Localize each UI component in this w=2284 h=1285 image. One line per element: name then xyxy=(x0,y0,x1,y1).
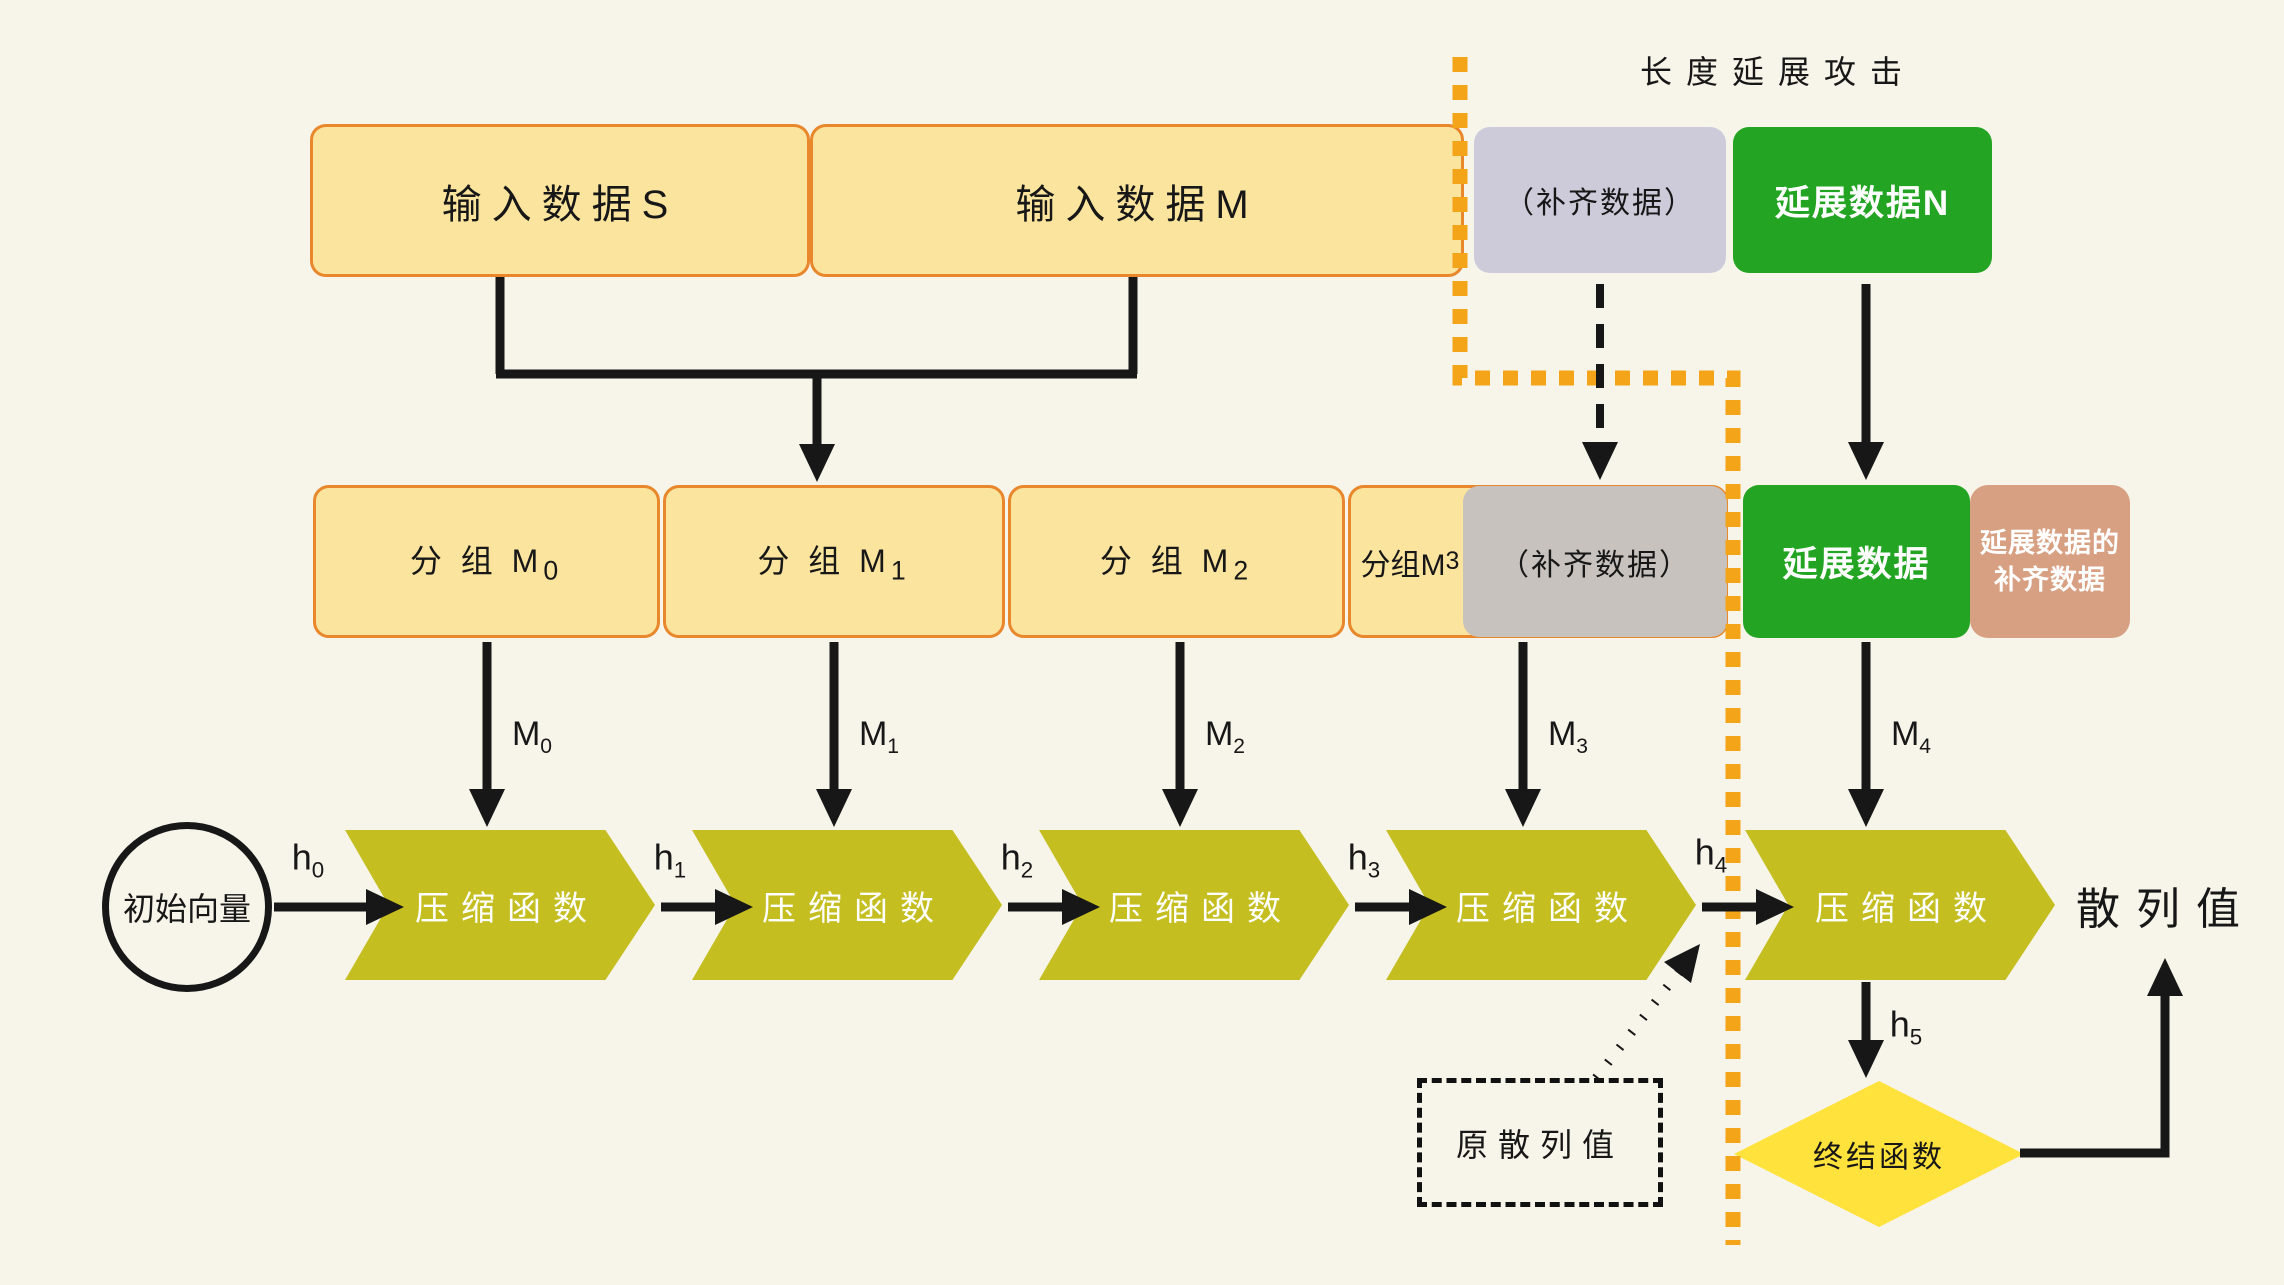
h5-arrow xyxy=(1848,982,1884,1078)
padding-data-box-middle: （补齐数据） xyxy=(1463,486,1727,637)
m3-arrow xyxy=(1505,642,1541,827)
block-m0-box: 分 组 M0 xyxy=(313,485,660,638)
block-m2-label: 分 组 M2 xyxy=(1099,543,1254,586)
input-s-box: 输入数据S xyxy=(310,124,810,277)
block-m1-label: 分 组 M1 xyxy=(757,543,911,586)
padding-data-box-top: （补齐数据） xyxy=(1474,127,1726,273)
label-h4: h4 xyxy=(1694,831,1728,878)
compression-label-5: 压缩函数 xyxy=(1815,889,1999,928)
m2-arrow xyxy=(1162,642,1198,827)
merge-arrow xyxy=(799,374,835,482)
label-m3: M3 xyxy=(1547,715,1589,758)
extension-data-box: 延展数据 xyxy=(1743,485,1970,638)
input-m-box: 输入数据M xyxy=(810,124,1464,277)
label-h0: h0 xyxy=(291,836,325,883)
extension-padding-line2: 补齐数据 xyxy=(1994,564,2106,595)
compression-chevron-1: 压缩函数 xyxy=(345,830,655,980)
hash-value-label: 散列值 xyxy=(2076,885,2256,934)
block-m0-label: 分 组 M0 xyxy=(409,543,564,586)
input-m-label: 输入数据M xyxy=(1015,182,1259,227)
label-m1: M1 xyxy=(858,715,900,758)
m4-arrow xyxy=(1848,642,1884,827)
initial-vector-label: 初始向量 xyxy=(122,891,251,927)
initial-vector-circle: 初始向量 xyxy=(102,822,272,992)
label-h5: h5 xyxy=(1889,1003,1923,1050)
compression-chevron-5: 压缩函数 xyxy=(1745,830,2055,980)
compression-label-1: 压缩函数 xyxy=(415,889,599,928)
extension-n-label: 延展数据N xyxy=(1774,183,1951,223)
label-m0: M0 xyxy=(511,715,553,758)
block-m1-box: 分 组 M1 xyxy=(663,485,1005,638)
original-hash-box: 原散列值 xyxy=(1417,1078,1663,1207)
padding-dashed-arrow xyxy=(1582,284,1618,480)
compression-chevron-2: 压缩函数 xyxy=(692,830,1002,980)
original-hash-label: 原散列值 xyxy=(1455,1126,1624,1163)
padding-data-top-label: （补齐数据） xyxy=(1504,187,1696,220)
m1-arrow xyxy=(816,642,852,827)
extension-n-arrow xyxy=(1848,284,1884,480)
label-m2: M2 xyxy=(1204,715,1246,758)
extension-data-label: 延展数据 xyxy=(1782,545,1931,584)
label-h1: h1 xyxy=(653,836,687,883)
block-m2-box: 分 组 M2 xyxy=(1008,485,1345,638)
m0-arrow xyxy=(469,642,505,827)
compression-label-4: 压缩函数 xyxy=(1456,889,1640,928)
finalization-label: 终结函数 xyxy=(1813,1141,1945,1174)
label-h2: h2 xyxy=(1000,836,1034,883)
padding-data-middle-label: （补齐数据） xyxy=(1499,548,1691,582)
compression-label-2: 压缩函数 xyxy=(762,889,946,928)
final-connector-arrow xyxy=(2020,958,2183,1158)
compression-chevron-4: 压缩函数 xyxy=(1386,830,1696,980)
compression-chevron-3: 压缩函数 xyxy=(1039,830,1349,980)
length-extension-attack-label: 长度延展攻击 xyxy=(1639,54,1917,90)
input-s-label: 输入数据S xyxy=(441,182,679,227)
finalization-diamond: 终结函数 xyxy=(1734,1081,2024,1227)
label-m4: M4 xyxy=(1890,715,1932,758)
extension-n-box: 延展数据N xyxy=(1733,127,1992,273)
merge-bracket xyxy=(495,277,1138,379)
extension-padding-box: 延展数据的 补齐数据 xyxy=(1970,485,2130,638)
extension-padding-line1: 延展数据的 xyxy=(1980,528,2120,559)
compression-label-3: 压缩函数 xyxy=(1109,889,1293,928)
label-h3: h3 xyxy=(1347,836,1381,883)
